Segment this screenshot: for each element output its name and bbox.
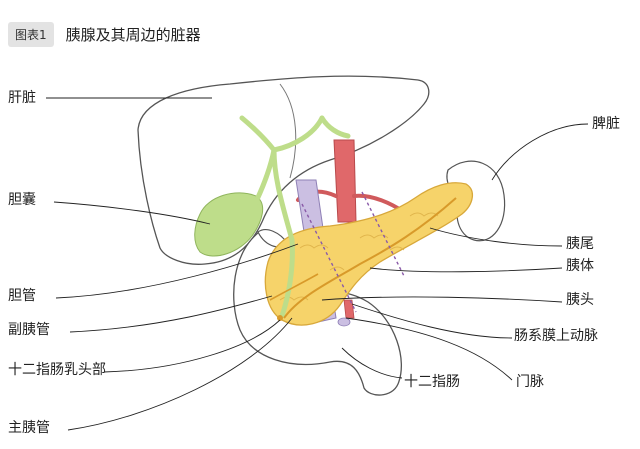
label-liver: 肝脏 — [8, 90, 36, 106]
label-main-duct: 主胰管 — [8, 420, 50, 436]
sma-shape — [343, 299, 355, 319]
label-body: 胰体 — [566, 258, 594, 274]
figure-badge: 图表1 — [8, 21, 54, 47]
figure-header: 图表1 胰腺及其周边的脏器 — [8, 12, 201, 56]
section-line-1 — [301, 203, 357, 313]
biliary-tree — [239, 115, 351, 319]
label-sma: 肠系膜上动脉 — [514, 328, 598, 344]
label-duodenum: 十二指肠 — [404, 374, 460, 390]
gallbladder-shape — [194, 192, 264, 257]
leader-lines — [46, 97, 589, 431]
label-gallbladder: 胆囊 — [8, 192, 36, 208]
aorta-shape — [333, 139, 357, 223]
main-duct-shape — [283, 197, 457, 319]
section-line-2 — [361, 191, 405, 277]
portal-vein-stub — [337, 317, 351, 327]
papilla-dot — [277, 315, 283, 321]
liver-lobe-line — [279, 83, 297, 179]
label-accessory-duct: 副胰管 — [8, 322, 50, 338]
label-head: 胰头 — [566, 292, 594, 308]
label-tail: 胰尾 — [566, 236, 594, 252]
label-portal-vein: 门脉 — [516, 374, 544, 390]
label-bile-duct: 胆管 — [8, 288, 36, 304]
label-spleen: 脾脏 — [592, 116, 620, 132]
figure-title: 胰腺及其周边的脏器 — [65, 25, 201, 44]
label-papilla: 十二指肠乳头部 — [8, 362, 106, 378]
accessory-duct-shape — [269, 273, 319, 301]
